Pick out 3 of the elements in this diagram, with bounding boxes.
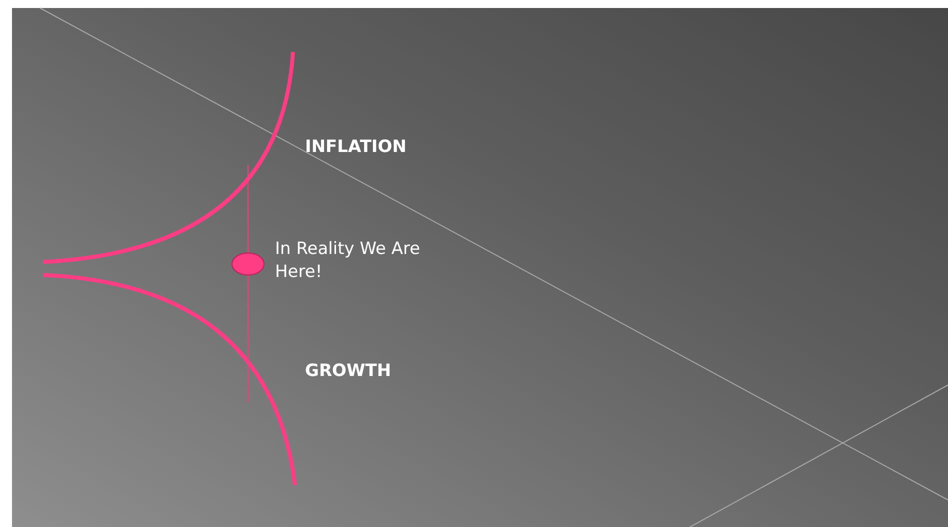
axis-label: GROWTH (305, 360, 392, 383)
axis-label: INFLATION (305, 136, 406, 159)
annotation-text: In Reality We Are Here! (275, 238, 422, 284)
